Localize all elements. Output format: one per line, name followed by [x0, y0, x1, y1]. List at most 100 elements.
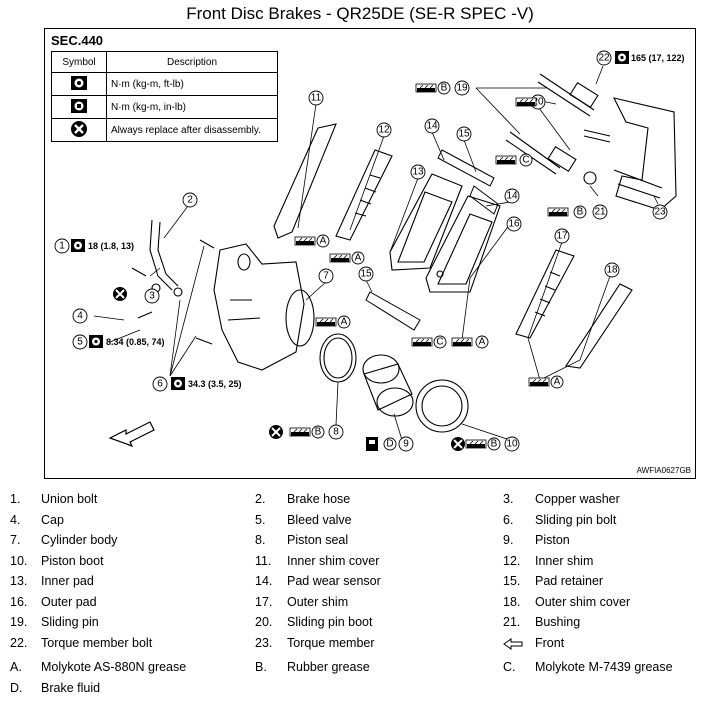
front-arrow-icon	[503, 637, 523, 650]
grease-item: Brake fluid	[41, 681, 101, 695]
legend-num: 22.	[10, 635, 28, 650]
legend-item: Torque member bolt	[41, 635, 153, 650]
callout-14a: 14	[426, 121, 438, 132]
callout-2: 2	[187, 195, 193, 206]
legend-item: Cap	[41, 512, 64, 527]
legend-num: 2.	[255, 492, 266, 506]
torque-wrench-icon	[71, 75, 87, 90]
legend-num: 23.	[255, 635, 273, 650]
page-title: Front Disc Brakes - QR25DE (SE-R SPEC -V…	[186, 4, 534, 23]
callout-9: 9	[403, 439, 409, 450]
legend-item: Outer shim	[287, 594, 349, 609]
fluid-label-d: D	[386, 439, 393, 450]
grease-label-a5: A	[554, 377, 561, 388]
torque-wrench-inlb-icon	[71, 98, 87, 113]
torque-spec-5: 8.34 (0.85, 74)	[106, 337, 165, 347]
legend-item: Inner shim	[535, 553, 594, 568]
torque-spec-1: 18 (1.8, 13)	[88, 241, 134, 251]
legend-item: Outer pad	[41, 594, 97, 609]
grease-label-a3: A	[341, 317, 348, 328]
legend-num: 19.	[10, 615, 28, 629]
legend-num: 4.	[10, 512, 21, 527]
grease-label-c2: C	[436, 337, 443, 348]
legend-item: Bleed valve	[287, 512, 352, 527]
legend-item: Pad retainer	[535, 574, 604, 588]
grease-item: Molykote M-7439 grease	[535, 660, 673, 674]
legend-item: Bushing	[535, 615, 581, 629]
pad-retainer-14-15	[365, 149, 499, 331]
torque-spec-22: 165 (17, 122)	[631, 53, 685, 63]
outer-shim-cover-18	[565, 283, 633, 369]
grease-num: A.	[10, 660, 22, 674]
figure-code: AWFIA0627GB	[636, 466, 691, 475]
callout-3: 3	[149, 291, 155, 302]
shim-12	[335, 149, 393, 241]
piston-seal-8	[319, 333, 357, 383]
cylinder-body-7	[213, 243, 315, 371]
legend-num: 18.	[503, 594, 521, 609]
grease-label-b3: B	[491, 439, 498, 450]
legend-num: 10.	[10, 553, 28, 568]
legend-num: 1.	[10, 492, 21, 506]
front-arrow	[108, 421, 155, 448]
piston-boot-10	[415, 379, 469, 433]
legend-item-front: Front	[535, 635, 565, 650]
symbol-table: Symbol Description N·m (kg-m, ft-lb) N·m…	[51, 51, 278, 142]
legend-item: Piston	[535, 533, 570, 547]
sliding-pins-19-20-21	[505, 73, 611, 185]
piston-9	[362, 354, 414, 417]
legend-item: Cylinder body	[41, 533, 118, 547]
legend-num: 7.	[10, 533, 21, 547]
always-replace-markers	[112, 286, 466, 452]
grease-item: Rubber grease	[287, 660, 370, 674]
symbol-desc-2: N·m (kg-m, in-lb)	[106, 95, 278, 119]
legend-num: 12.	[503, 553, 521, 568]
callout-12: 12	[378, 125, 390, 136]
hose-and-bolts	[131, 219, 215, 345]
grease-b-extra: B	[573, 205, 587, 219]
callout-17: 17	[556, 231, 568, 242]
grease-label-b4: B	[577, 207, 584, 218]
legend-num: 8.	[255, 533, 266, 547]
grease-label-b2: B	[315, 427, 322, 438]
callout-13: 13	[412, 167, 424, 178]
legend-item: Sliding pin bolt	[535, 512, 617, 527]
torque-member-23	[612, 97, 677, 211]
callout-5: 5	[77, 337, 83, 348]
legend-num: 15.	[503, 574, 521, 588]
always-replace-icon	[71, 120, 87, 137]
callout-11: 11	[311, 93, 322, 104]
legend-num: 9.	[503, 533, 514, 547]
brake-exploded-diagram: 11 12 14 15 13 14 16 17 18 2 7 15 3 4 5 …	[54, 50, 685, 452]
shim-cover-11	[273, 123, 337, 239]
callouts	[54, 50, 668, 452]
legend-item: Inner pad	[41, 574, 94, 588]
legend-num: 13.	[10, 574, 28, 588]
legend-num: 20.	[255, 615, 273, 629]
legend-num: 16.	[10, 594, 28, 609]
callout-21: 21	[594, 207, 606, 218]
brake-fluid-icon	[366, 437, 378, 451]
legend-num: 14.	[255, 574, 273, 588]
grease-num: B.	[255, 660, 267, 674]
callout-6: 6	[157, 379, 163, 390]
callout-15b: 15	[360, 269, 372, 280]
legend-num: 6.	[503, 512, 514, 527]
legend-item: Pad wear sensor	[287, 574, 381, 588]
legend-item: Piston seal	[287, 533, 349, 547]
callout-16: 16	[508, 219, 520, 230]
grease-label-c1: C	[522, 155, 529, 166]
legend-item: Brake hose	[287, 492, 351, 506]
legend-item: Piston boot	[41, 553, 104, 568]
callout-1: 1	[59, 241, 65, 252]
legend-num: 11.	[255, 553, 272, 568]
legend-num: 3.	[503, 492, 514, 506]
callout-4: 4	[77, 311, 83, 322]
callout-22: 22	[598, 53, 610, 64]
legend-num: 5.	[255, 512, 266, 527]
diagram-frame: SEC.440 Symbol Description N·m (kg-m, ft…	[44, 28, 696, 479]
grease-label-a4: A	[479, 337, 486, 348]
legend-item: Torque member	[287, 635, 375, 650]
callout-20: 20	[532, 97, 544, 108]
section-label: SEC.440	[51, 33, 104, 48]
